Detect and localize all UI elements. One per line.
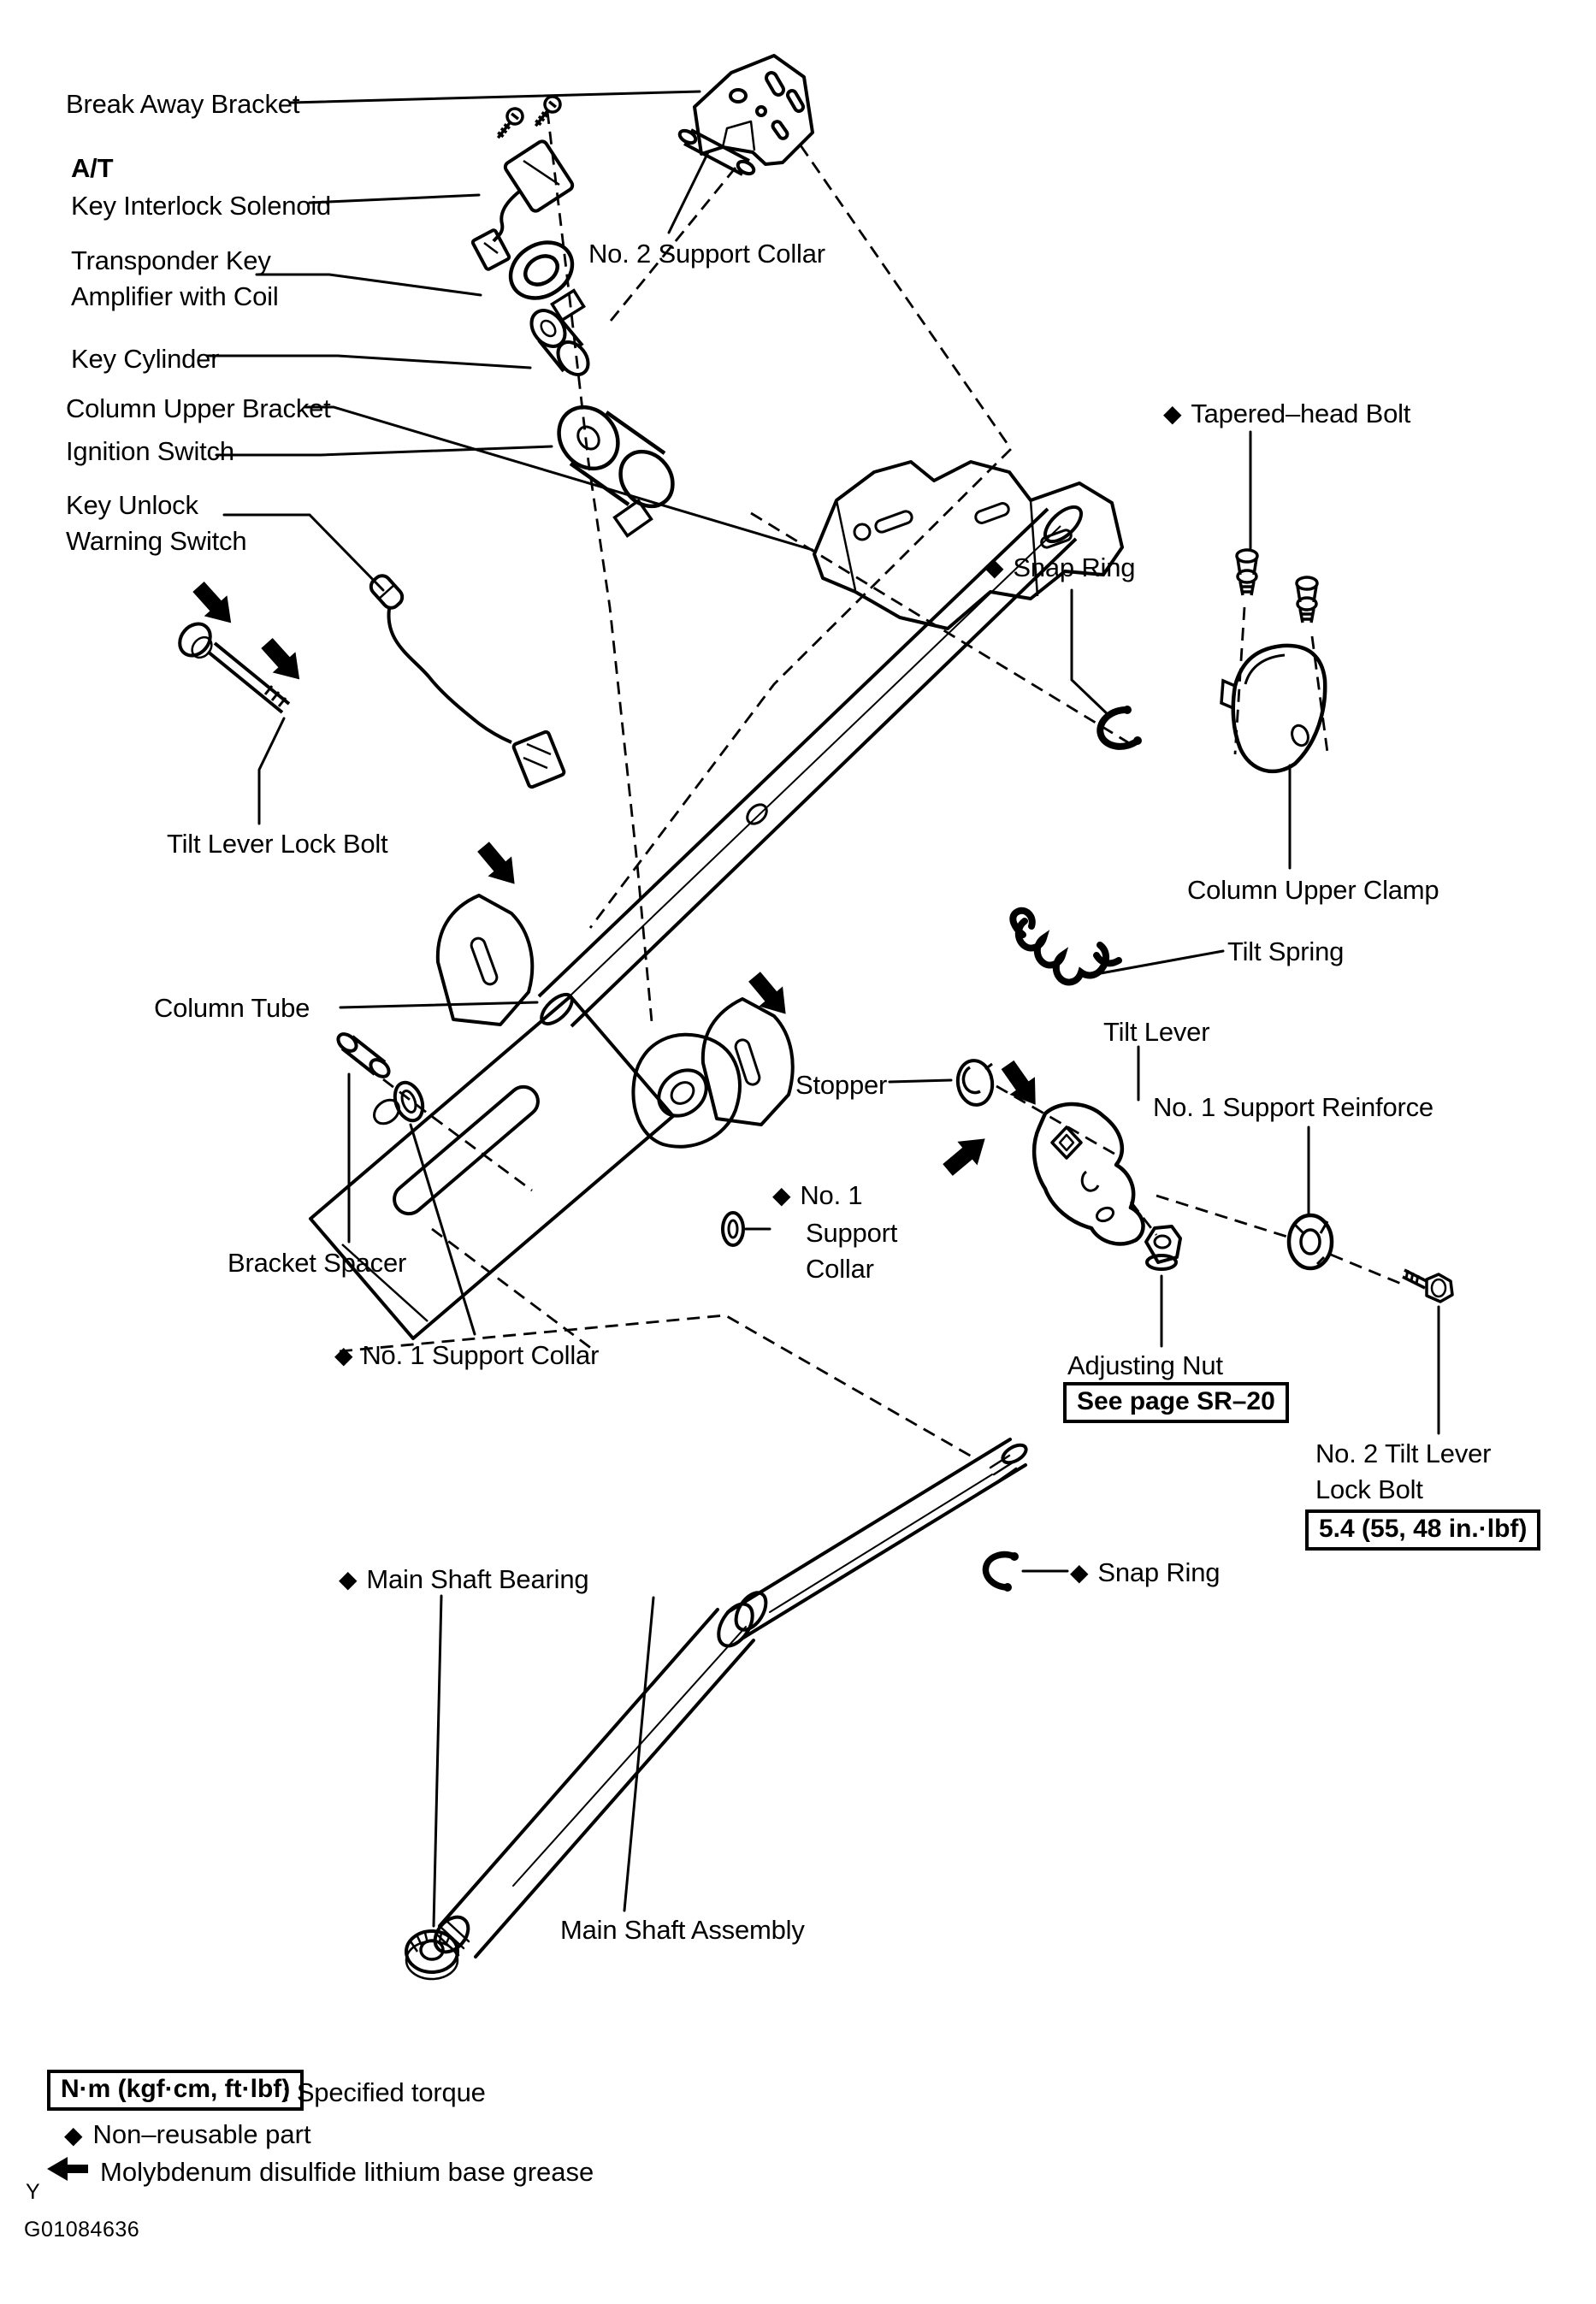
no2-tilt-lever-lock-bolt-part bbox=[1402, 1268, 1454, 1303]
no1-support-collar-left-part bbox=[393, 1080, 425, 1123]
transponder-coil-part bbox=[508, 240, 586, 322]
legend-non-reusable: ◆ Non–reusable part bbox=[64, 2119, 311, 2149]
label-tilt-lever: Tilt Lever bbox=[1103, 1017, 1210, 1047]
label-column-upper-clamp: Column Upper Clamp bbox=[1187, 875, 1439, 905]
see-page-reference-box: See page SR–20 bbox=[1063, 1382, 1289, 1423]
label-no2-support-collar: No. 2 Support Collar bbox=[588, 239, 825, 269]
label-no1-support-collar-center-line1: ◆ No. 1 bbox=[772, 1180, 863, 1210]
non-reusable-diamond-icon: ◆ bbox=[339, 1566, 358, 1592]
main-shaft-assembly-part bbox=[433, 1438, 1028, 1958]
leader-lines bbox=[205, 90, 1440, 1928]
key-unlock-warning-switch-part bbox=[369, 574, 566, 789]
non-reusable-diamond-icon: ◆ bbox=[1163, 400, 1182, 427]
non-reusable-diamond-icon: ◆ bbox=[64, 2121, 83, 2148]
label-key-unlock-line1: Key Unlock bbox=[66, 490, 198, 520]
tilt-lever-part bbox=[1031, 1102, 1145, 1246]
label-main-shaft-assembly: Main Shaft Assembly bbox=[560, 1915, 805, 1945]
main-shaft-bearing-part bbox=[405, 1929, 459, 1981]
label-break-away-bracket: Break Away Bracket bbox=[66, 89, 300, 119]
label-column-tube: Column Tube bbox=[154, 993, 310, 1023]
stopper-part bbox=[955, 1059, 995, 1107]
page-marker: Y bbox=[26, 2180, 41, 2204]
screw-icons bbox=[496, 95, 562, 139]
label-tilt-spring: Tilt Spring bbox=[1227, 936, 1345, 966]
snap-ring-lower-part bbox=[982, 1551, 1019, 1592]
label-no1-support-collar-left: ◆ No. 1 Support Collar bbox=[334, 1340, 600, 1370]
label-snap-ring-upper: ◆ Snap Ring bbox=[985, 552, 1136, 582]
column-tube-part bbox=[309, 460, 1124, 1340]
ignition-switch-part bbox=[557, 405, 675, 538]
label-key-unlock-line2: Warning Switch bbox=[66, 526, 247, 556]
tapered-head-bolt-parts bbox=[1235, 548, 1319, 623]
label-ignition-switch: Ignition Switch bbox=[66, 436, 234, 466]
non-reusable-diamond-icon: ◆ bbox=[772, 1182, 791, 1208]
label-key-cylinder: Key Cylinder bbox=[71, 344, 220, 374]
torque-legend-box: N·m (kgf·cm, ft·lbf) bbox=[47, 2070, 304, 2111]
figure-code: G01084636 bbox=[24, 2218, 140, 2242]
no1-support-collar-center-part bbox=[721, 1211, 745, 1247]
label-no1-support-reinforce: No. 1 Support Reinforce bbox=[1153, 1092, 1433, 1122]
label-transponder-key-line2: Amplifier with Coil bbox=[71, 281, 279, 311]
column-upper-clamp-part bbox=[1220, 643, 1327, 774]
label-no2-tilt-lever-lock-bolt-line2: Lock Bolt bbox=[1315, 1474, 1423, 1504]
label-key-interlock-solenoid: Key Interlock Solenoid bbox=[71, 191, 332, 221]
legend-grease: Molybdenum disulfide lithium base grease bbox=[47, 2157, 594, 2188]
tilt-spring-part bbox=[1009, 907, 1122, 986]
non-reusable-diamond-icon: ◆ bbox=[985, 554, 1004, 581]
tilt-lever-lock-bolt-part bbox=[178, 622, 291, 714]
torque-legend-desc: : Specified torque bbox=[282, 2077, 486, 2107]
label-stopper: Stopper bbox=[795, 1070, 888, 1100]
label-tilt-lever-lock-bolt: Tilt Lever Lock Bolt bbox=[167, 829, 388, 859]
label-tapered-head-bolt: ◆ Tapered–head Bolt bbox=[1163, 399, 1411, 428]
no1-support-reinforce-part bbox=[1286, 1213, 1334, 1271]
label-no1-support-collar-center-line3: Collar bbox=[806, 1254, 874, 1284]
label-no1-support-collar-center-line2: Support bbox=[806, 1218, 898, 1248]
label-main-shaft-bearing: ◆ Main Shaft Bearing bbox=[339, 1564, 589, 1594]
label-adjusting-nut: Adjusting Nut bbox=[1067, 1350, 1223, 1380]
snap-ring-upper-part bbox=[1097, 706, 1142, 750]
non-reusable-diamond-icon: ◆ bbox=[1070, 1559, 1089, 1586]
torque-spec-box: 5.4 (55, 48 in.·lbf) bbox=[1305, 1509, 1541, 1551]
bracket-spacer-part bbox=[336, 1032, 391, 1078]
label-column-upper-bracket: Column Upper Bracket bbox=[66, 393, 331, 423]
grease-arrow-icons bbox=[186, 576, 1049, 1182]
key-cylinder-part bbox=[529, 309, 590, 376]
non-reusable-diamond-icon: ◆ bbox=[334, 1342, 353, 1368]
label-transponder-key-line1: Transponder Key bbox=[71, 245, 271, 275]
label-no2-tilt-lever-lock-bolt-line1: No. 2 Tilt Lever bbox=[1315, 1439, 1492, 1468]
no2-support-collar-part bbox=[677, 128, 756, 176]
assembly-dashed-lines bbox=[339, 110, 1406, 1458]
label-at: A/T bbox=[71, 153, 114, 183]
key-interlock-solenoid-part bbox=[470, 139, 575, 271]
adjusting-nut-part bbox=[1144, 1225, 1182, 1271]
label-bracket-spacer: Bracket Spacer bbox=[228, 1248, 407, 1278]
break-away-bracket-part bbox=[693, 54, 814, 166]
label-snap-ring-lower: ◆ Snap Ring bbox=[1070, 1557, 1221, 1587]
grease-arrow-icon bbox=[47, 2157, 88, 2188]
